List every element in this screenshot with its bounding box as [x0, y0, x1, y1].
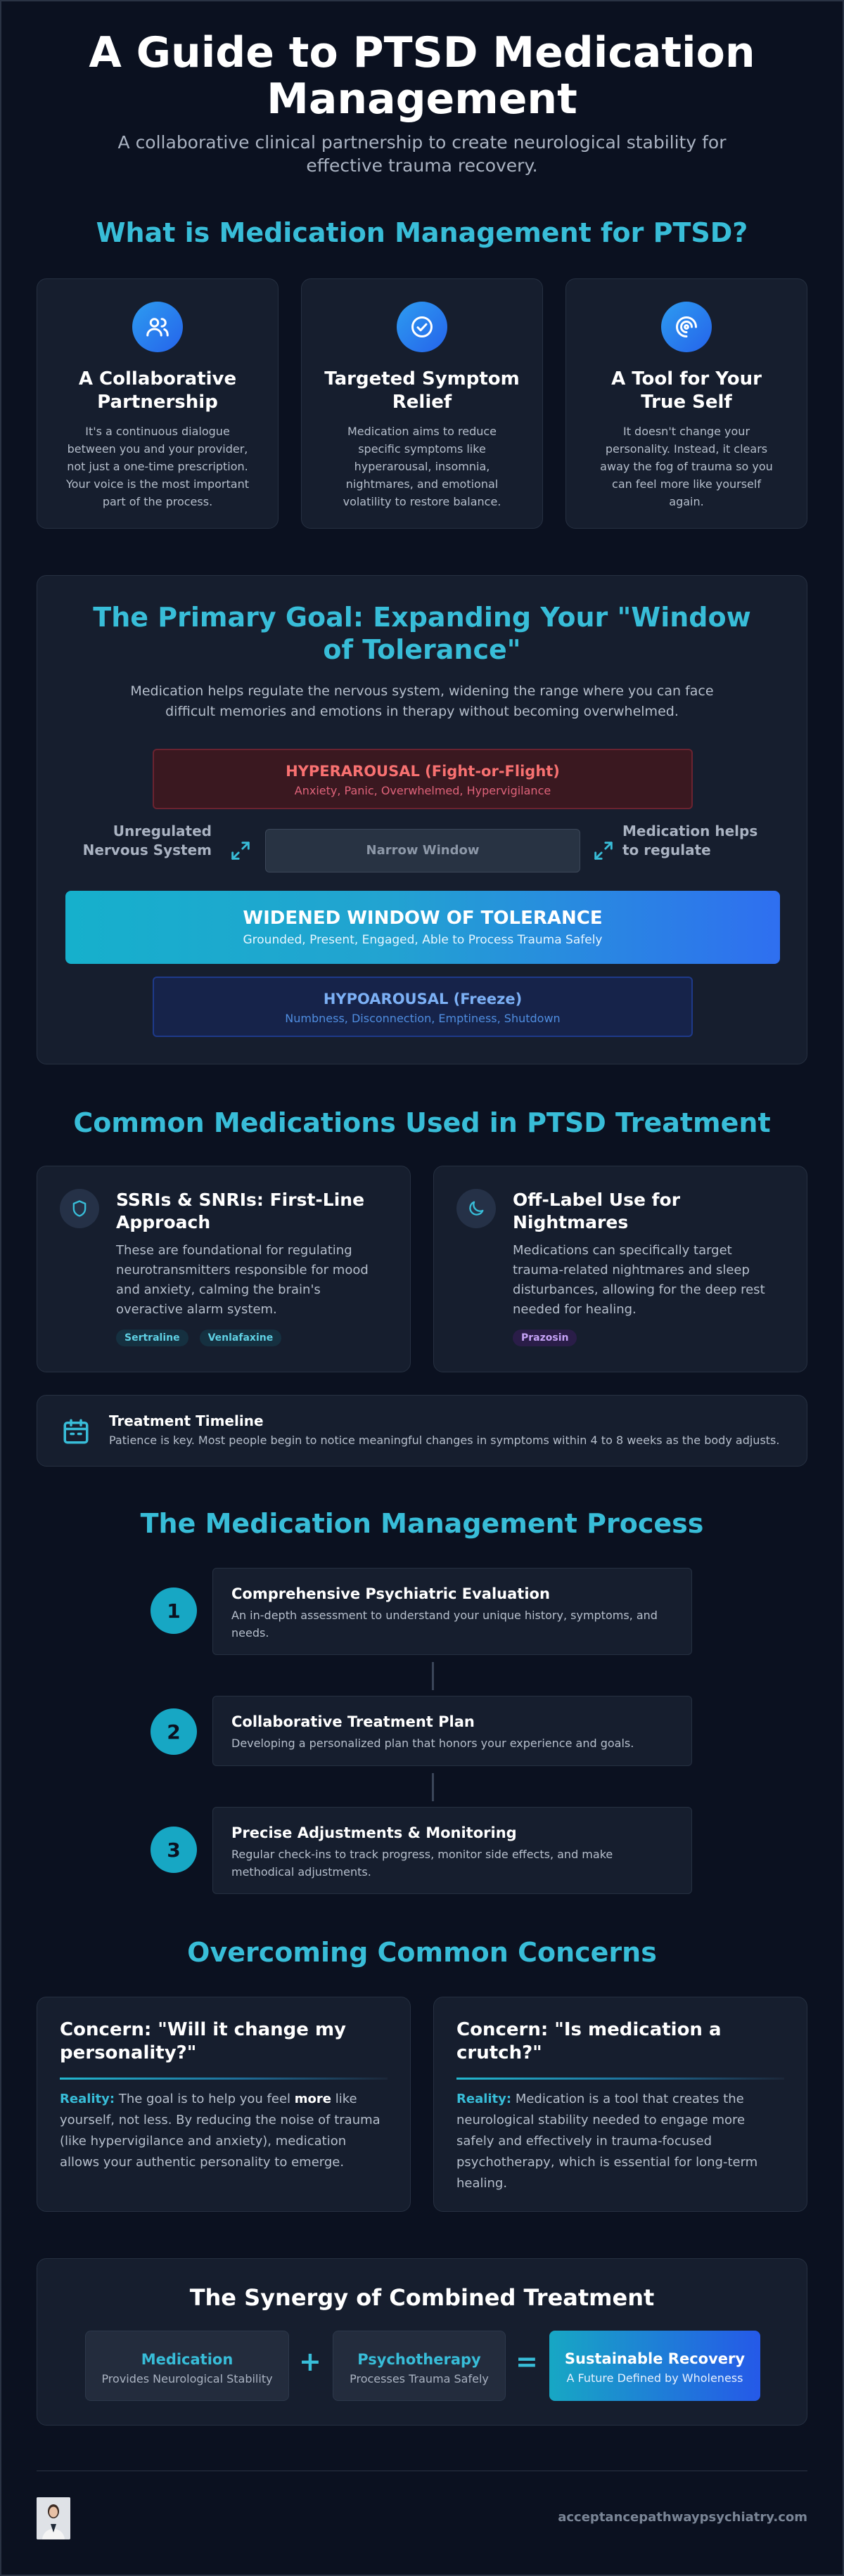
- concern-text: Reality: The goal is to help you feel mo…: [60, 2089, 388, 2173]
- timeline-title: Treatment Timeline: [109, 1412, 264, 1429]
- step-card-treatment-plan: Collaborative Treatment Plan Developing …: [212, 1696, 692, 1766]
- calendar-icon: [63, 1419, 89, 1444]
- step-title: Comprehensive Psychiatric Evaluation: [231, 1585, 550, 1602]
- concern-title: Concern: "Will it change my personality?…: [60, 2019, 346, 2063]
- med-tag: Sertraline: [116, 1329, 188, 1346]
- concern-divider: [60, 2078, 388, 2080]
- med-tag: Venlafaxine: [199, 1329, 282, 1346]
- med-tag: Prazosin: [513, 1329, 577, 1346]
- timeline-text: Patience is key. Most people begin to no…: [109, 1434, 780, 1447]
- synergy-medication-box: Medication Provides Neurological Stabili…: [85, 2331, 289, 2401]
- page-subtitle: A collaborative clinical partnership to …: [117, 132, 727, 176]
- concern-title: Concern: "Is medication a crutch?": [456, 2019, 722, 2063]
- hypoarousal-title: HYPOAROUSAL (Freeze): [323, 991, 523, 1007]
- synergy-result-title: Sustainable Recovery: [564, 2350, 746, 2367]
- step-text: Regular check-ins to track progress, mon…: [231, 1848, 613, 1879]
- step-number: 1: [151, 1588, 197, 1634]
- synergy-medication-sub: Provides Neurological Stability: [101, 2372, 273, 2385]
- step-text: An in-depth assessment to understand you…: [231, 1609, 658, 1640]
- concern-divider: [456, 2078, 784, 2080]
- widened-window-subtitle: Grounded, Present, Engaged, Able to Proc…: [243, 933, 603, 947]
- intro-card-text: It doesn't change your personality. Inst…: [600, 425, 773, 508]
- expand-arrows-icon: [594, 842, 613, 860]
- synergy-result-box: Sustainable Recovery A Future Defined by…: [549, 2331, 760, 2401]
- concern-text-after: like yourself, not less. By reducing the…: [60, 2092, 381, 2170]
- synergy-medication-title: Medication: [141, 2351, 234, 2368]
- section-title-what-is: What is Medication Management for PTSD?: [96, 217, 748, 248]
- intro-card-symptom-relief: Targeted Symptom Relief Medication aims …: [301, 278, 543, 529]
- med-card-title: SSRIs & SNRIs: First-Line Approach: [116, 1190, 365, 1232]
- hypoarousal-subtitle: Numbness, Disconnection, Emptiness, Shut…: [285, 1012, 561, 1025]
- users-icon: [132, 302, 183, 352]
- concern-emphasis: more: [294, 2092, 331, 2106]
- intro-card-text: Medication aims to reduce specific sympt…: [343, 425, 501, 508]
- hyperarousal-zone: HYPERAROUSAL (Fight-or-Flight) Anxiety, …: [153, 749, 693, 809]
- concern-text: Reality: Medication is a tool that creat…: [456, 2089, 784, 2194]
- intro-card-text: It's a continuous dialogue between you a…: [66, 425, 249, 508]
- reality-label: Reality:: [60, 2092, 115, 2106]
- step-title: Precise Adjustments & Monitoring: [231, 1824, 517, 1841]
- medication-helps-label: Medication helps to regulate: [622, 823, 758, 858]
- check-circle-icon: [397, 302, 447, 352]
- expand-arrows-icon: [231, 842, 250, 860]
- spiral-icon: [661, 302, 712, 352]
- synergy-psychotherapy-title: Psychotherapy: [357, 2351, 481, 2368]
- intro-card-title: A Collaborative Partnership: [78, 368, 237, 413]
- step-card-adjustments: Precise Adjustments & Monitoring Regular…: [212, 1807, 692, 1894]
- equals-icon: =: [516, 2346, 538, 2377]
- window-of-tolerance-description: Medication helps regulate the nervous sy…: [130, 683, 714, 719]
- hyperarousal-title: HYPERAROUSAL (Fight-or-Flight): [286, 763, 560, 780]
- unregulated-label: Unregulated Nervous System: [82, 823, 212, 858]
- page-title: A Guide to PTSD Medication Management: [89, 28, 755, 124]
- widened-window-zone: WIDENED WINDOW OF TOLERANCE Grounded, Pr…: [65, 891, 780, 964]
- intro-card-title: A Tool for Your True Self: [611, 368, 762, 413]
- treatment-timeline-card: Treatment Timeline Patience is key. Most…: [37, 1395, 807, 1467]
- synergy-title: The Synergy of Combined Treatment: [189, 2284, 655, 2311]
- moon-icon: [456, 1189, 496, 1228]
- concern-card-crutch: Concern: "Is medication a crutch?" Reali…: [433, 1997, 807, 2212]
- step-number: 2: [151, 1708, 197, 1755]
- step-connector: [432, 1773, 434, 1801]
- med-card-ssri: SSRIs & SNRIs: First-Line Approach These…: [37, 1166, 411, 1372]
- intro-card-partnership: A Collaborative Partnership It's a conti…: [37, 278, 279, 529]
- window-of-tolerance-title: The Primary Goal: Expanding Your "Window…: [93, 602, 751, 665]
- narrow-window: Narrow Window: [265, 829, 580, 872]
- reality-label: Reality:: [456, 2092, 512, 2106]
- concern-card-personality: Concern: "Will it change my personality?…: [37, 1997, 411, 2212]
- concern-text-before: The goal is to help you feel: [118, 2092, 291, 2106]
- med-card-text: These are foundational for regulating ne…: [116, 1243, 369, 1317]
- widened-window-title: WIDENED WINDOW OF TOLERANCE: [243, 908, 603, 929]
- shield-icon: [60, 1189, 99, 1228]
- med-tags: Prazosin: [513, 1329, 577, 1346]
- med-card-text: Medications can specifically target trau…: [513, 1243, 765, 1317]
- section-title-process: The Medication Management Process: [140, 1508, 704, 1539]
- med-card-nightmares: Off-Label Use for Nightmares Medications…: [433, 1166, 807, 1372]
- step-title: Collaborative Treatment Plan: [231, 1713, 475, 1730]
- intro-card-true-self: A Tool for Your True Self It doesn't cha…: [565, 278, 807, 529]
- avatar: [37, 2497, 70, 2539]
- step-card-evaluation: Comprehensive Psychiatric Evaluation An …: [212, 1568, 692, 1655]
- synergy-card: The Synergy of Combined Treatment Medica…: [37, 2258, 807, 2426]
- step-connector: [432, 1662, 434, 1690]
- synergy-result-sub: A Future Defined by Wholeness: [566, 2371, 743, 2385]
- concern-text-before: Medication is a tool that creates the ne…: [456, 2092, 758, 2191]
- section-title-medications: Common Medications Used in PTSD Treatmen…: [73, 1107, 771, 1138]
- hyperarousal-subtitle: Anxiety, Panic, Overwhelmed, Hypervigila…: [294, 784, 551, 797]
- plus-icon: +: [299, 2346, 321, 2377]
- hypoarousal-zone: HYPOAROUSAL (Freeze) Numbness, Disconnec…: [153, 977, 693, 1037]
- med-tags: Sertraline Venlafaxine: [116, 1329, 282, 1346]
- footer-website-link[interactable]: acceptancepathwaypsychiatry.com: [558, 2510, 807, 2525]
- step-text: Developing a personalized plan that hono…: [231, 1737, 634, 1750]
- step-number: 3: [151, 1827, 197, 1873]
- synergy-psychotherapy-sub: Processes Trauma Safely: [350, 2372, 489, 2385]
- synergy-psychotherapy-box: Psychotherapy Processes Trauma Safely: [333, 2331, 506, 2401]
- med-card-title: Off-Label Use for Nightmares: [513, 1190, 681, 1232]
- section-title-concerns: Overcoming Common Concerns: [187, 1937, 657, 1968]
- intro-card-title: Targeted Symptom Relief: [324, 368, 520, 413]
- window-of-tolerance-card: The Primary Goal: Expanding Your "Window…: [37, 575, 807, 1064]
